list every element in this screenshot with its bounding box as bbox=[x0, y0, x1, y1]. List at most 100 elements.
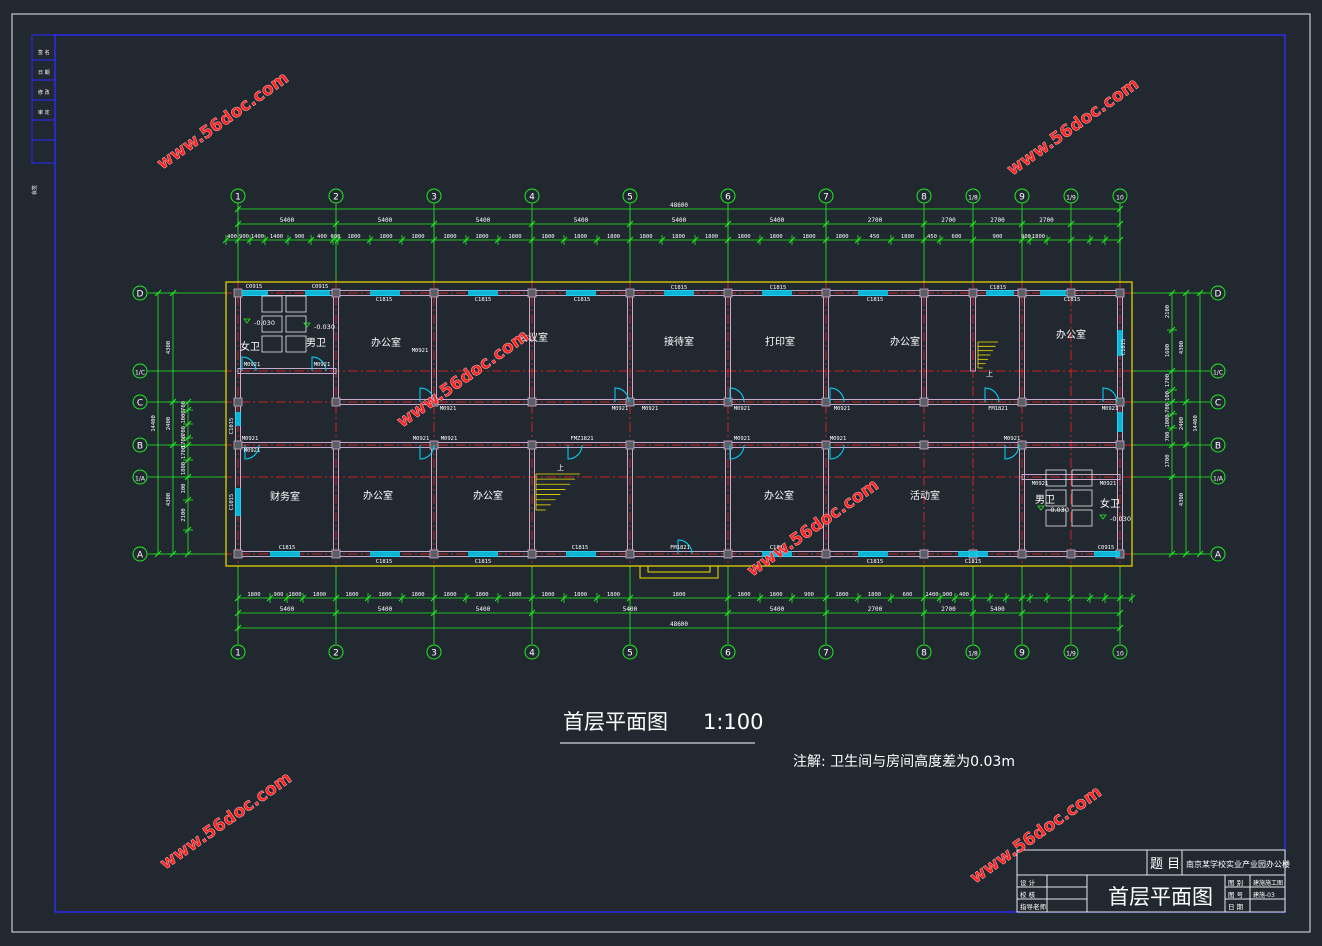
dim-text: 2700 bbox=[868, 606, 883, 613]
dim-text: 900 bbox=[274, 592, 284, 598]
dim-text: 900 bbox=[1021, 234, 1031, 240]
axis-bubble-label: 8 bbox=[921, 193, 927, 203]
column bbox=[233, 549, 243, 559]
room-label: 办公室 bbox=[1056, 328, 1086, 341]
dim-tick bbox=[154, 289, 162, 297]
toilet-stall bbox=[285, 315, 307, 333]
axis-bubble bbox=[426, 644, 442, 660]
dim-text-v: 1700 bbox=[181, 435, 187, 448]
window bbox=[370, 551, 400, 557]
dim-tick bbox=[332, 220, 340, 228]
tb-row-advisor: 指导老师 bbox=[1020, 902, 1047, 911]
dim-tick bbox=[234, 205, 242, 213]
axis-bubble bbox=[1014, 188, 1030, 204]
door-label: M0921 bbox=[1100, 481, 1117, 487]
level-text: -0.030 bbox=[314, 323, 335, 331]
door-label: M0921 bbox=[412, 348, 429, 354]
dim-text-v: 4300 bbox=[1179, 341, 1185, 354]
dim-tick bbox=[920, 236, 928, 244]
dim-tick bbox=[1182, 289, 1190, 297]
window-label: C1815 bbox=[572, 545, 589, 551]
axis-bubble-label: 7 bbox=[823, 193, 829, 203]
column bbox=[919, 288, 929, 298]
dim-text: 5400 bbox=[990, 606, 1005, 613]
door-label: M0921 bbox=[314, 362, 331, 368]
dim-text: 400 bbox=[959, 592, 969, 598]
column bbox=[625, 288, 635, 298]
column bbox=[233, 288, 243, 298]
window-label: C0915 bbox=[312, 284, 329, 290]
window bbox=[305, 290, 330, 296]
axis-bubble-label: B bbox=[1215, 442, 1221, 452]
window bbox=[986, 290, 1014, 296]
dim-tick bbox=[626, 594, 634, 602]
window bbox=[958, 551, 988, 557]
window-label: C1015 bbox=[1121, 339, 1127, 356]
dim-tick bbox=[560, 236, 568, 244]
dim-text-v: 1000 bbox=[181, 410, 187, 423]
dim-tick bbox=[430, 594, 438, 602]
column bbox=[919, 549, 929, 559]
tb-value-number: 建施-03 bbox=[1253, 891, 1275, 899]
door-label: FMZ1821 bbox=[570, 436, 593, 442]
axis-bubble-label: 1 bbox=[235, 193, 241, 203]
window bbox=[242, 290, 268, 296]
dim-tick bbox=[936, 236, 944, 244]
dim-tick bbox=[234, 236, 242, 244]
dim-tick bbox=[528, 236, 536, 244]
window-label: C1815 bbox=[279, 545, 296, 551]
dim-tick bbox=[986, 594, 994, 602]
stamp-text: 签 名 bbox=[38, 49, 50, 56]
axis-bubble bbox=[132, 285, 148, 301]
axis-bubble-label: C bbox=[137, 399, 143, 409]
room-label: 办公室 bbox=[371, 336, 401, 349]
dim-text: 1800 bbox=[737, 234, 750, 240]
dim-tick bbox=[1026, 236, 1034, 244]
dim-text: 600 bbox=[952, 234, 962, 240]
dim-tick bbox=[169, 441, 177, 449]
axis-bubble-label: 1/8 bbox=[968, 651, 978, 658]
dim-tick bbox=[284, 236, 292, 244]
window bbox=[858, 551, 888, 557]
watermark-text: www.56doc.com bbox=[393, 326, 532, 432]
dim-tick bbox=[1182, 550, 1190, 558]
level-marker bbox=[1037, 505, 1045, 511]
window-label: C0915 bbox=[1098, 545, 1115, 551]
dim-tick bbox=[854, 594, 862, 602]
column bbox=[723, 397, 733, 407]
dim-tick bbox=[222, 236, 230, 244]
dim-tick bbox=[1196, 550, 1204, 558]
axis-bubble-label: 4 bbox=[529, 193, 535, 203]
door-label: FM1821 bbox=[988, 406, 1008, 412]
axis-bubble bbox=[622, 644, 638, 660]
dim-tick bbox=[364, 594, 372, 602]
door-swing bbox=[1004, 444, 1020, 460]
dim-text: 1800 bbox=[639, 234, 652, 240]
dim-text: 1800 bbox=[443, 592, 456, 598]
dim-text: 1800 bbox=[411, 592, 424, 598]
column bbox=[527, 288, 537, 298]
drawing-frame bbox=[54, 34, 1286, 913]
dim-text: 1800 bbox=[705, 234, 718, 240]
axis-bubble bbox=[720, 644, 736, 660]
window-label: C1815 bbox=[376, 297, 393, 303]
dim-text: 1800 bbox=[1032, 234, 1045, 240]
axis-bubble bbox=[1210, 285, 1226, 301]
axis-bubble bbox=[818, 188, 834, 204]
dim-tick bbox=[951, 594, 959, 602]
dim-tick bbox=[283, 594, 291, 602]
stamp-text: 修 改 bbox=[38, 89, 50, 96]
axis-bubble bbox=[132, 394, 148, 410]
dim-tick bbox=[887, 236, 895, 244]
drawing-note: 注解: 卫生间与房间高度差为0.03m bbox=[793, 753, 1015, 770]
dim-text: 900 bbox=[993, 234, 1003, 240]
axis-bubble bbox=[916, 188, 932, 204]
dim-tick bbox=[494, 236, 502, 244]
column bbox=[331, 397, 341, 407]
dim-text: 1400 bbox=[251, 234, 264, 240]
room-label: 男卫 bbox=[1035, 494, 1055, 506]
dim-text: 1800 bbox=[574, 592, 587, 598]
door-swing bbox=[677, 539, 693, 555]
axis-bubble-label: 1/A bbox=[1213, 476, 1224, 483]
